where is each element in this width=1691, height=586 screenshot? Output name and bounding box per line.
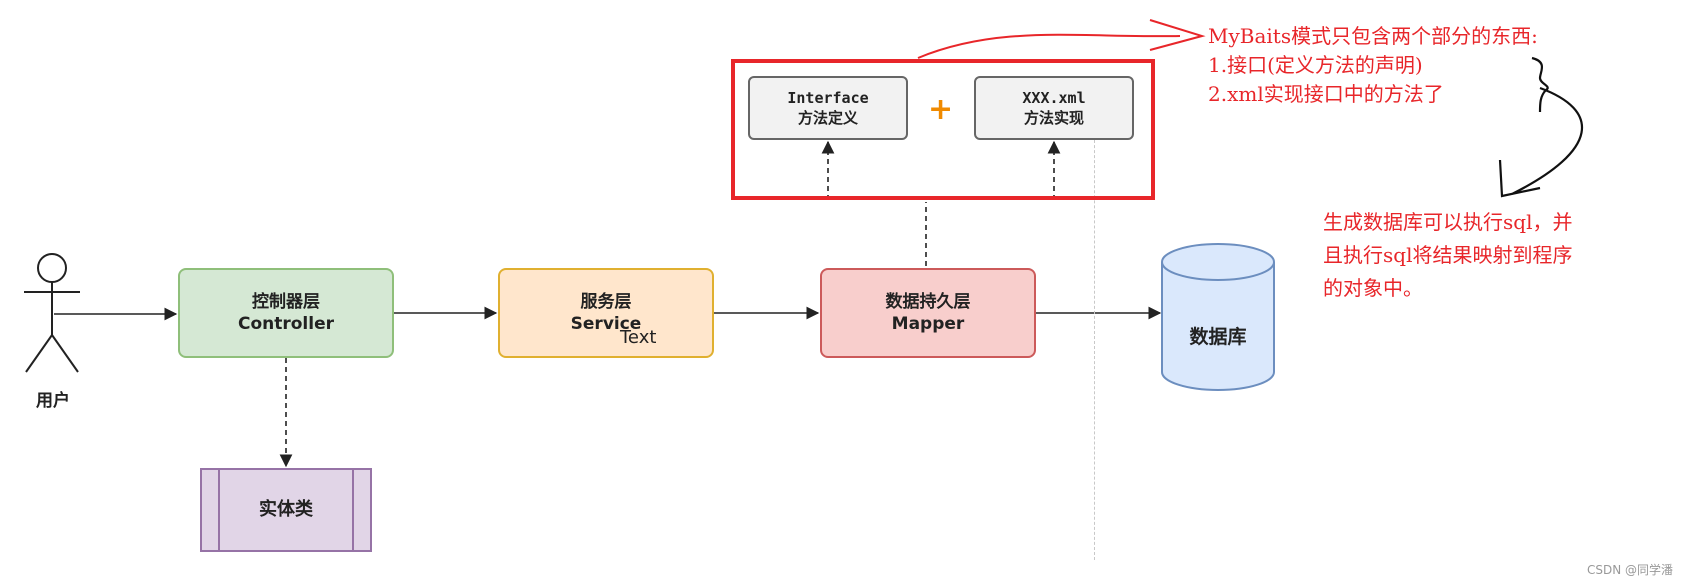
- watermark: CSDN @同学潘: [1586, 563, 1673, 577]
- black-curve-arrow: [1498, 86, 1584, 198]
- controller-cn: 控制器层: [252, 292, 320, 312]
- database-label: 数据库: [1189, 326, 1247, 348]
- interface-box: Interface 方法定义: [748, 76, 908, 140]
- service-text-tag: Text: [620, 327, 657, 348]
- mapper-cn: 数据持久层: [885, 292, 971, 312]
- mybatis-annotation: MyBaits模式只包含两个部分的东西: 1.接口(定义方法的声明) 2.xml…: [1208, 24, 1538, 106]
- controller-layer-box: 控制器层 Controller: [178, 268, 394, 358]
- plus-sign: +: [928, 92, 954, 127]
- dashed-divider: [1094, 130, 1095, 560]
- interface-title: Interface: [787, 89, 869, 107]
- entity-box: 实体类: [200, 468, 372, 552]
- mybatis-highlight-frame: [731, 59, 1155, 200]
- user-icon: [24, 253, 80, 373]
- mapper-layer-box: 数据持久层 Mapper: [820, 268, 1036, 358]
- brace-mark: [1531, 56, 1549, 113]
- interface-subtitle: 方法定义: [797, 109, 858, 127]
- mapper-en: Mapper: [891, 314, 965, 334]
- xml-title: XXX.xml: [1022, 89, 1086, 107]
- red-curve-arrow: [917, 19, 1206, 59]
- database-cylinder-icon: [1161, 243, 1275, 391]
- result-annotation: 生成数据库可以执行sql，并 且执行sql将结果映射到程序 的对象中。: [1323, 210, 1573, 300]
- service-cn: 服务层: [580, 292, 632, 312]
- controller-en: Controller: [237, 314, 334, 334]
- xml-box: XXX.xml 方法实现: [974, 76, 1134, 140]
- entity-label: 实体类: [259, 499, 313, 520]
- user-label: 用户: [36, 391, 70, 411]
- service-en: Service: [570, 314, 642, 334]
- xml-subtitle: 方法实现: [1023, 109, 1084, 127]
- service-layer-box: 服务层 Service: [498, 268, 714, 358]
